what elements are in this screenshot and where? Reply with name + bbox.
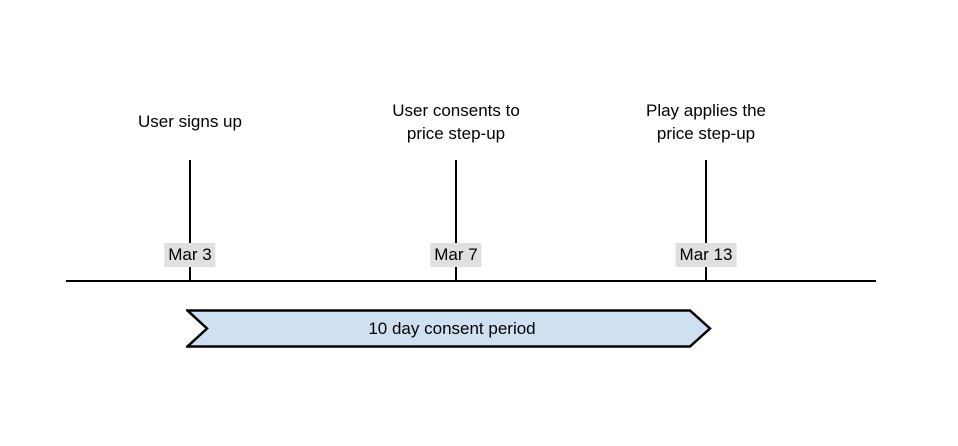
event-label-line: User signs up [138, 112, 242, 131]
timeline-axis [66, 280, 876, 282]
consent-period-label: 10 day consent period [368, 318, 536, 338]
event-label-applied: Play applies the price step-up [646, 99, 766, 145]
event-label-line: User consents to [392, 101, 520, 120]
date-chip-applied: Mar 13 [675, 243, 737, 267]
date-chip-signup: Mar 3 [164, 243, 216, 267]
event-label-line: Play applies the [645, 101, 767, 120]
event-label-consent: User consents to price step-up [392, 99, 520, 145]
date-chip-consent: Mar 7 [430, 243, 482, 267]
consent-period-banner: 10 day consent period [186, 309, 712, 348]
tick-mark-consent [455, 160, 457, 281]
event-label-line: price step-up [406, 124, 506, 143]
event-label-line: price step-up [656, 124, 756, 143]
banner-arrow-shape [186, 309, 712, 348]
event-label-signup: User signs up [138, 110, 242, 133]
tick-mark-applied [705, 160, 707, 281]
tick-mark-signup [189, 160, 191, 281]
